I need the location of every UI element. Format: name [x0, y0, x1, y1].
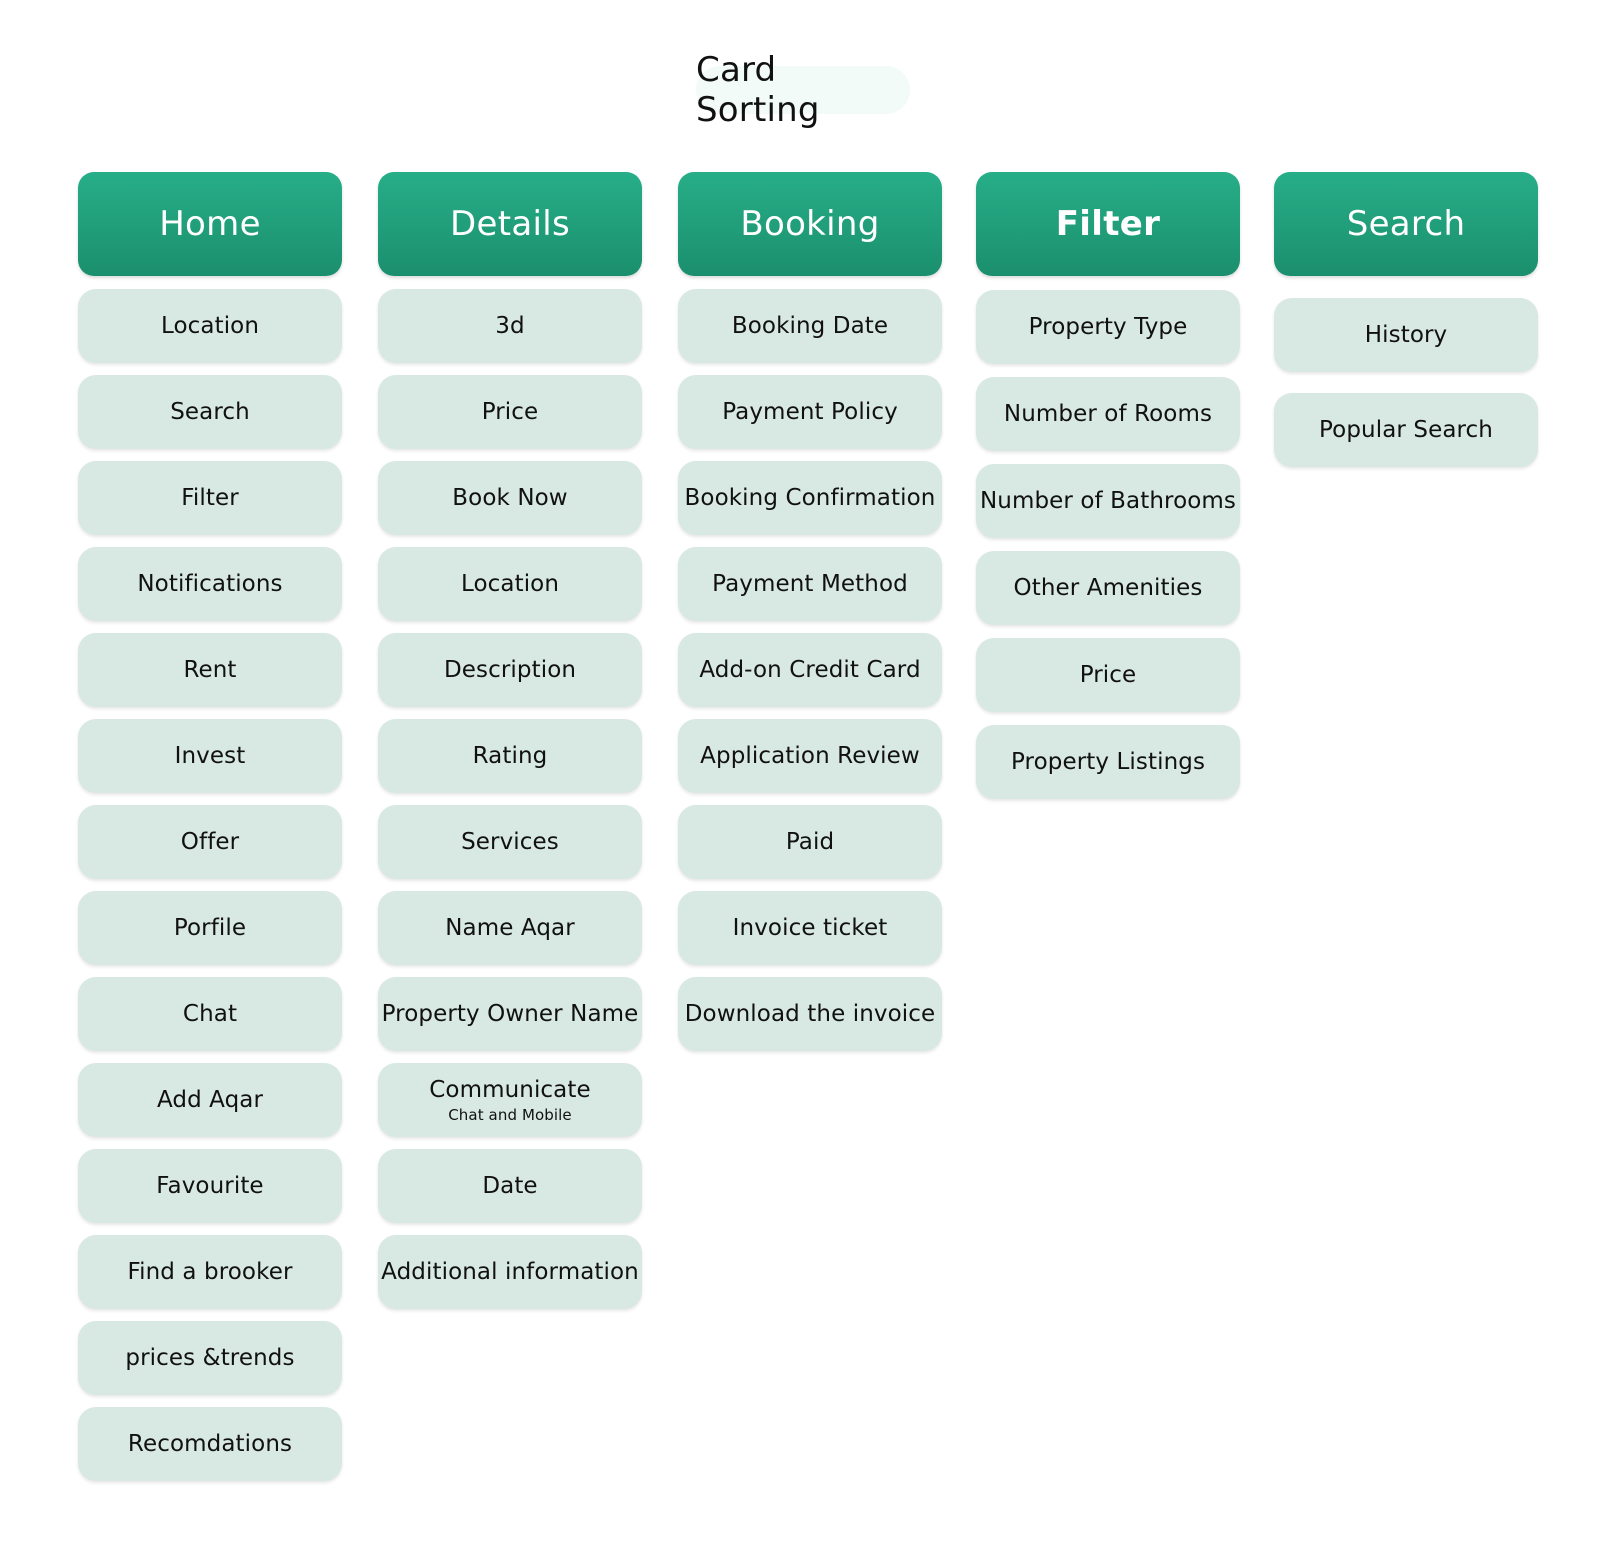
- sort-card[interactable]: Additional information: [378, 1235, 642, 1309]
- card-label: Communicate: [429, 1077, 591, 1103]
- sort-card[interactable]: Number of Rooms: [976, 377, 1240, 451]
- card-label: Price: [481, 399, 539, 425]
- card-label: Property Owner Name: [381, 1001, 639, 1027]
- card-label: Description: [443, 657, 577, 683]
- sort-card[interactable]: Rent: [78, 633, 342, 707]
- card-label: Location: [460, 571, 560, 597]
- sort-card[interactable]: Book Now: [378, 461, 642, 535]
- page-title: Card Sorting: [696, 50, 910, 130]
- sort-card[interactable]: Application Review: [678, 719, 942, 793]
- card-label: Recomdations: [127, 1431, 293, 1457]
- column-header: Home: [78, 172, 342, 276]
- column-header: Search: [1274, 172, 1538, 276]
- card-label: Services: [461, 829, 559, 855]
- sort-card[interactable]: Location: [378, 547, 642, 621]
- card-label: Number of Bathrooms: [979, 488, 1237, 514]
- card-label: Payment Method: [712, 571, 908, 597]
- sort-card[interactable]: 3d: [378, 289, 642, 363]
- sort-card[interactable]: Name Aqar: [378, 891, 642, 965]
- card-label: Invoice ticket: [732, 915, 888, 941]
- card-label: Booking Confirmation: [684, 485, 936, 511]
- card-sublabel: Chat and Mobile: [448, 1106, 572, 1124]
- sort-card[interactable]: Price: [378, 375, 642, 449]
- sort-card[interactable]: Chat: [78, 977, 342, 1051]
- card-label: Booking Date: [731, 313, 889, 339]
- sort-card[interactable]: Date: [378, 1149, 642, 1223]
- card-label: Favourite: [156, 1173, 264, 1199]
- card-label: Download the invoice: [684, 1001, 936, 1027]
- sort-card[interactable]: Add-on Credit Card: [678, 633, 942, 707]
- sort-card[interactable]: Number of Bathrooms: [976, 464, 1240, 538]
- sort-card[interactable]: Services: [378, 805, 642, 879]
- card-label: prices &trends: [125, 1345, 295, 1371]
- card-label: Invest: [174, 743, 246, 769]
- card-label: 3d: [495, 313, 525, 339]
- sort-card[interactable]: Price: [976, 638, 1240, 712]
- card-label: Popular Search: [1319, 417, 1493, 443]
- card-label: Payment Policy: [722, 399, 898, 425]
- sort-card[interactable]: prices &trends: [78, 1321, 342, 1395]
- card-label: Number of Rooms: [1003, 401, 1213, 427]
- card-label: Additional information: [381, 1259, 639, 1285]
- card-label: Find a brooker: [127, 1259, 293, 1285]
- sort-card[interactable]: Description: [378, 633, 642, 707]
- card-label: Filter: [181, 485, 239, 511]
- card-label: Porfile: [173, 915, 247, 941]
- sort-card[interactable]: Notifications: [78, 547, 342, 621]
- sort-card[interactable]: Other Amenities: [976, 551, 1240, 625]
- sort-card[interactable]: History: [1274, 298, 1538, 372]
- sort-card[interactable]: Recomdations: [78, 1407, 342, 1481]
- sort-card[interactable]: Property Owner Name: [378, 977, 642, 1051]
- card-label: Search: [170, 399, 250, 425]
- card-label: Location: [160, 313, 260, 339]
- sort-card[interactable]: Invest: [78, 719, 342, 793]
- sort-card[interactable]: Download the invoice: [678, 977, 942, 1051]
- sort-card[interactable]: Payment Method: [678, 547, 942, 621]
- sort-card[interactable]: Find a brooker: [78, 1235, 342, 1309]
- sort-card[interactable]: Property Type: [976, 290, 1240, 364]
- sort-card[interactable]: Rating: [378, 719, 642, 793]
- card-label: Add Aqar: [156, 1087, 264, 1113]
- sort-card[interactable]: Payment Policy: [678, 375, 942, 449]
- card-label: Book Now: [452, 485, 568, 511]
- card-label: Property Type: [1028, 314, 1188, 340]
- sort-card[interactable]: Paid: [678, 805, 942, 879]
- card-label: History: [1364, 322, 1448, 348]
- sort-card[interactable]: Add Aqar: [78, 1063, 342, 1137]
- sort-card[interactable]: Porfile: [78, 891, 342, 965]
- card-label: Property Listings: [1010, 749, 1206, 775]
- card-label: Add-on Credit Card: [699, 657, 921, 683]
- sort-card[interactable]: Favourite: [78, 1149, 342, 1223]
- sort-card[interactable]: Offer: [78, 805, 342, 879]
- card-label: Date: [482, 1173, 538, 1199]
- card-label: Other Amenities: [1013, 575, 1203, 601]
- column-header: Filter: [976, 172, 1240, 276]
- card-label: Paid: [785, 829, 835, 855]
- column-header: Booking: [678, 172, 942, 276]
- card-label: Rent: [183, 657, 237, 683]
- card-label: Rating: [472, 743, 548, 769]
- sort-card[interactable]: Location: [78, 289, 342, 363]
- sort-card[interactable]: Filter: [78, 461, 342, 535]
- card-label: Offer: [180, 829, 240, 855]
- sort-card[interactable]: Booking Date: [678, 289, 942, 363]
- card-label: Application Review: [700, 743, 920, 769]
- column-header: Details: [378, 172, 642, 276]
- sort-card[interactable]: Popular Search: [1274, 393, 1538, 467]
- card-label: Chat: [182, 1001, 238, 1027]
- card-label: Price: [1079, 662, 1137, 688]
- sort-card[interactable]: Property Listings: [976, 725, 1240, 799]
- card-label: Notifications: [137, 571, 283, 597]
- card-label: Name Aqar: [445, 915, 575, 941]
- sort-card[interactable]: Search: [78, 375, 342, 449]
- sort-card[interactable]: Booking Confirmation: [678, 461, 942, 535]
- sort-card[interactable]: Invoice ticket: [678, 891, 942, 965]
